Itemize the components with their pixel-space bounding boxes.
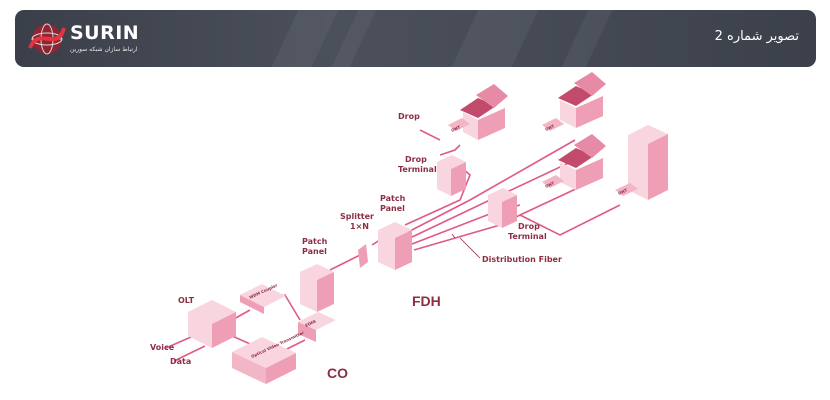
ont-label-3: ONT (544, 180, 555, 189)
ont-house-3: ONT (542, 134, 606, 190)
page-header: SURIN ارتباط سازان شبکه سورین تصویر شمار… (15, 10, 816, 67)
ont-house-2: ONT (542, 72, 606, 132)
logo-wordmark: SURIN (70, 22, 140, 44)
label-patch-panel-fdh-1: Patch (380, 194, 406, 203)
ont-label-4: ONT (617, 187, 628, 196)
drop-terminal-right (488, 188, 517, 228)
label-data: Data (170, 357, 191, 366)
splitter (358, 244, 368, 268)
ont-label-2: ONT (544, 123, 555, 132)
wdm-coupler: WDM Coupler (240, 282, 286, 314)
ftth-diagram: ONT ONT ONT ONT (150, 72, 668, 384)
label-patch-panel-fdh-2: Panel (380, 204, 405, 213)
optical-video-transmitter: Optical Video Transmitter (232, 330, 305, 384)
label-drop-terminal-top-2: Terminal (398, 165, 437, 174)
olt-rack (188, 300, 236, 348)
label-co: CO (327, 365, 348, 381)
globe-logo-icon (28, 23, 66, 55)
logo-subtitle: ارتباط سازان شبکه سورین (70, 46, 138, 53)
label-drop: Drop (398, 112, 420, 121)
surin-logo[interactable]: SURIN ارتباط سازان شبکه سورین (28, 20, 139, 58)
label-drop-terminal-right-2: Terminal (508, 232, 547, 241)
ont-apartment: ONT (615, 125, 668, 200)
page-title: تصویر شماره 2 (714, 29, 799, 44)
label-drop-terminal-top-1: Drop (405, 155, 427, 164)
edfa-label: EDFA (304, 318, 317, 328)
label-distribution-fiber: Distribution Fiber (482, 255, 562, 264)
leader-lines (451, 233, 481, 259)
label-voice: Voice (150, 343, 175, 352)
fdh-patch-panel (378, 222, 412, 270)
label-patch-panel-co-2: Panel (302, 247, 327, 256)
label-fdh: FDH (412, 293, 441, 309)
edfa: EDFA (298, 312, 336, 342)
ont-house-1: ONT (448, 84, 508, 140)
ont-label-1: ONT (450, 124, 461, 133)
label-patch-panel-co-1: Patch (302, 237, 328, 246)
label-splitter-2: 1×N (350, 222, 369, 231)
label-olt: OLT (178, 296, 195, 305)
co-patch-panel (300, 264, 334, 312)
label-drop-terminal-right-1: Drop (518, 222, 540, 231)
label-splitter-1: Splitter (340, 212, 374, 221)
drop-terminal-top (437, 155, 466, 196)
